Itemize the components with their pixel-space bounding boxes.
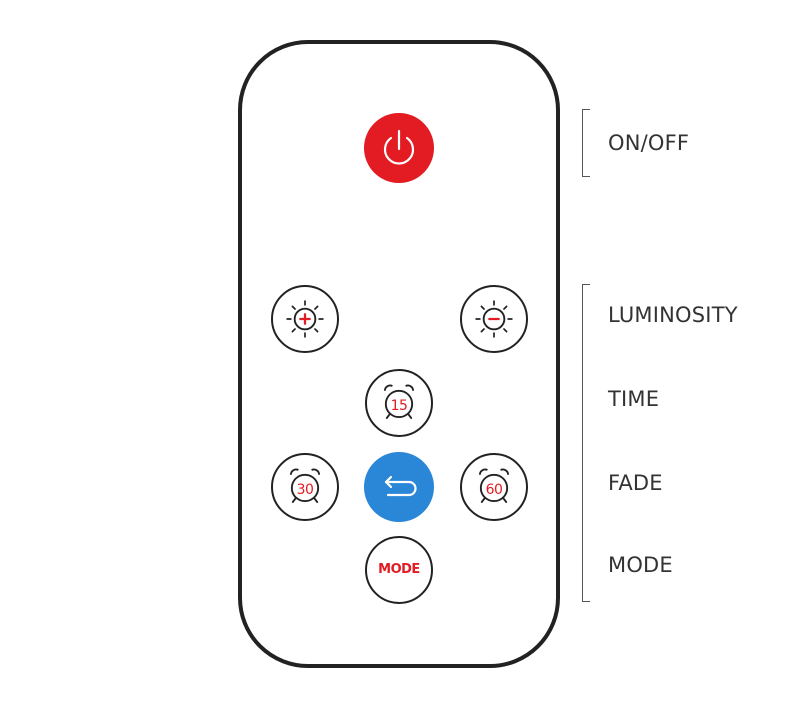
function-bracket xyxy=(582,284,590,602)
timer-60-label: 60 xyxy=(485,482,503,498)
time-label: TIME xyxy=(608,387,660,411)
onoff-label: ON/OFF xyxy=(608,131,690,155)
luminosity-down-button[interactable] xyxy=(460,285,528,353)
return-arrow-icon xyxy=(384,475,417,497)
brightness-plus-icon xyxy=(286,300,324,338)
power-button[interactable] xyxy=(364,113,434,183)
fade-label: FADE xyxy=(608,471,663,495)
timer-30-label: 30 xyxy=(296,482,314,498)
brightness-minus-icon xyxy=(475,300,513,338)
luminosity-up-button[interactable] xyxy=(271,285,339,353)
timer-30-button[interactable]: 30 xyxy=(271,453,339,521)
mode-button[interactable]: MODE xyxy=(365,536,433,604)
mode-label: MODE xyxy=(608,553,673,577)
timer-60-button[interactable]: 60 xyxy=(460,453,528,521)
luminosity-label: LUMINOSITY xyxy=(608,303,738,327)
onoff-bracket xyxy=(582,109,590,177)
alarm-clock-icon xyxy=(383,384,415,419)
alarm-clock-icon xyxy=(289,468,321,503)
timer-15-label: 15 xyxy=(390,398,408,414)
alarm-clock-icon xyxy=(478,468,510,503)
fade-button[interactable] xyxy=(364,452,434,522)
timer-15-button[interactable]: 15 xyxy=(365,369,433,437)
mode-button-label: MODE xyxy=(378,562,420,577)
power-icon xyxy=(383,129,415,165)
